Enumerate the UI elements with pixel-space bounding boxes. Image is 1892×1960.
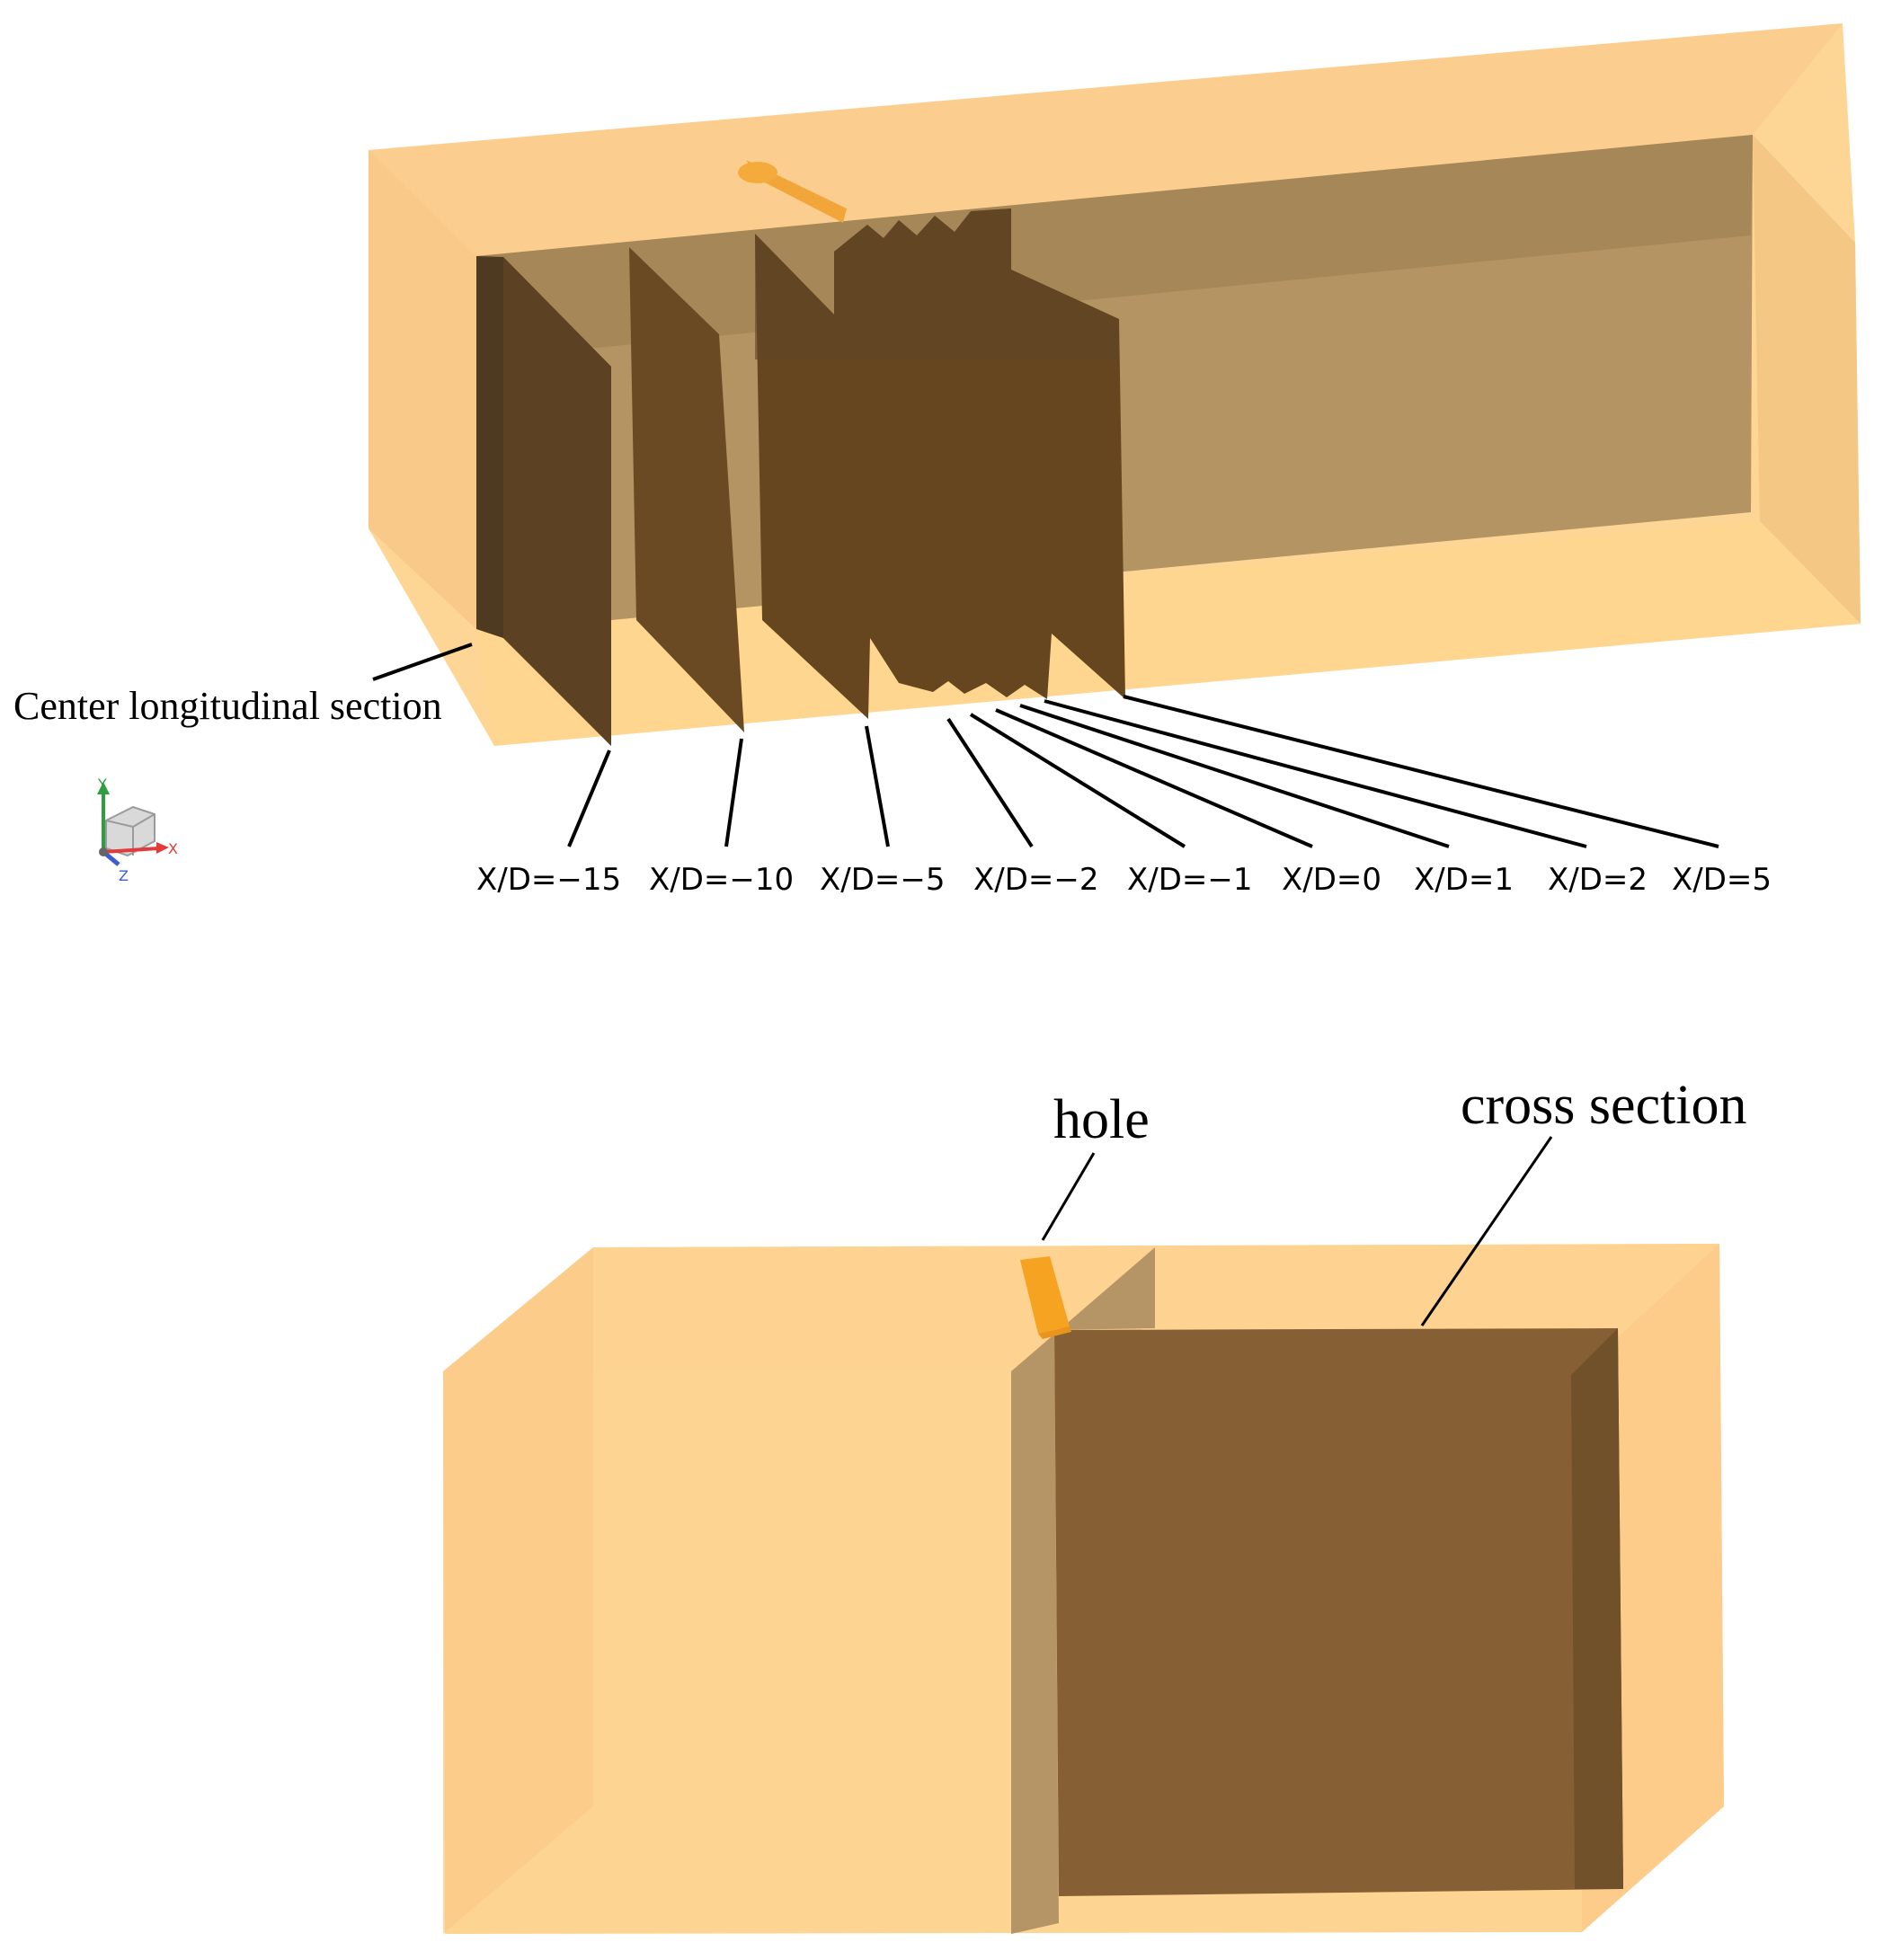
cross-section-plane xyxy=(1054,1328,1623,1896)
axis-x-arrow-icon xyxy=(156,842,169,854)
label-xd-0: X/D=0 xyxy=(1282,862,1381,898)
cross-section-edge xyxy=(1571,1328,1623,1889)
leader-cross-section xyxy=(1420,1136,1553,1326)
bottom-hole-shape xyxy=(1020,1256,1070,1334)
leader-hole xyxy=(1041,1152,1096,1241)
bottom-cross-section xyxy=(1011,1247,1623,1934)
label-xd-5: X/D=5 xyxy=(1672,862,1772,898)
plane-block-top-shade xyxy=(755,208,1119,359)
top-hole xyxy=(738,160,847,223)
cross-section-planes xyxy=(476,208,1125,746)
bottom-hole xyxy=(1020,1256,1071,1339)
label-xd-neg2: X/D=−2 xyxy=(973,862,1099,898)
box-right-face xyxy=(1753,135,1861,624)
label-xd-1: X/D=1 xyxy=(1414,862,1514,898)
plane-xd-neg15 xyxy=(503,257,611,746)
axis-triad: Y X Z xyxy=(97,776,178,884)
position-leaders xyxy=(372,643,1719,848)
cross-section-side xyxy=(1011,1247,1155,1934)
axis-x-line xyxy=(102,847,159,854)
leader-xd-neg2 xyxy=(946,717,1034,848)
axis-z-label: Z xyxy=(119,867,129,884)
label-xd-neg1: X/D=−1 xyxy=(1127,862,1253,898)
leader-xd-neg5 xyxy=(865,725,890,847)
box-top-face xyxy=(369,23,1843,256)
cross-section-label: cross section xyxy=(1461,1075,1747,1136)
hole-label: hole xyxy=(1053,1089,1150,1150)
label-xd-neg10: X/D=−10 xyxy=(649,862,794,898)
top-view: Center longitudinal section X/D=−15 X/D=… xyxy=(13,23,1861,898)
leader-xd-2 xyxy=(1044,699,1587,848)
leader-xd-5 xyxy=(1123,695,1719,848)
position-labels: X/D=−15 X/D=−10 X/D=−5 X/D=−2 X/D=−1 X/D… xyxy=(476,862,1772,898)
label-xd-neg5: X/D=−5 xyxy=(820,862,946,898)
bottom-view: hole cross section xyxy=(443,1075,1747,1934)
plane-xd-neg10 xyxy=(629,247,744,732)
leader-xd-1 xyxy=(1019,704,1450,848)
axis-y-label: Y xyxy=(97,776,107,793)
box-left-face xyxy=(369,150,476,629)
axis-origin xyxy=(99,847,108,856)
axis-y-arrow-icon xyxy=(97,782,110,794)
leader-xd-0 xyxy=(995,708,1313,848)
leader-xd-neg1 xyxy=(969,713,1186,848)
box-bottom-face xyxy=(476,521,1861,746)
hole-opening xyxy=(738,162,777,183)
center-section-label: Center longitudinal section xyxy=(13,684,442,728)
label-xd-neg15: X/D=−15 xyxy=(476,862,621,898)
bottom-leaders xyxy=(1041,1136,1553,1326)
leader-center-section xyxy=(372,643,473,681)
leader-xd-neg15 xyxy=(567,749,611,847)
leader-xd-neg10 xyxy=(724,738,743,847)
bottom-box-left-face xyxy=(443,1247,593,1934)
axis-x-label: X xyxy=(168,840,178,857)
label-xd-2: X/D=2 xyxy=(1548,862,1648,898)
